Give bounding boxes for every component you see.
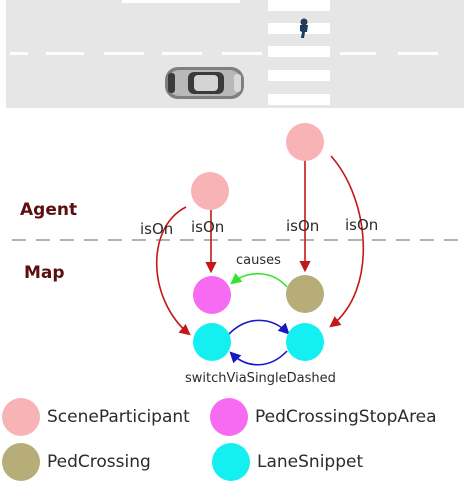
legend-label: PedCrossing [47, 452, 151, 472]
lane-snippet-node-right [286, 323, 324, 361]
causes-label: causes [236, 253, 281, 268]
is-on-label-1: isOn [140, 220, 173, 238]
agent-layer-label: Agent [20, 200, 77, 220]
legend-label: LaneSnippet [257, 452, 364, 472]
is-on-label-3: isOn [286, 217, 319, 235]
switch-edge-left [229, 350, 288, 366]
lane-marking [122, 0, 240, 3]
map-layer-label: Map [24, 263, 65, 283]
scene-participant-node-right [286, 123, 324, 161]
ped-crossing-node [286, 275, 324, 313]
legend-item-ped-crossing-stop-area: PedCrossingStopArea [210, 398, 437, 436]
lane-snippet-swatch [212, 443, 250, 481]
scene-participant-swatch [2, 398, 40, 436]
is-on-edges [155, 155, 365, 336]
switch-via-single-dashed-label: switchViaSingleDashed [185, 371, 336, 386]
ped-crossing-swatch [2, 443, 40, 481]
road-scene [6, 0, 464, 110]
crosswalk [268, 0, 330, 105]
car-icon [165, 67, 244, 99]
is-on-edge-4 [329, 155, 365, 328]
scene-participant-node-left [191, 172, 229, 210]
pedestrian-icon [300, 18, 308, 38]
legend-item-scene-participant: SceneParticipant [2, 398, 190, 436]
legend-label: SceneParticipant [47, 407, 190, 427]
is-on-label-2: isOn [191, 218, 224, 236]
ped-crossing-stop-area-swatch [210, 398, 248, 436]
is-on-edge-1 [155, 206, 191, 336]
graph-nodes [191, 123, 324, 361]
legend-label: PedCrossingStopArea [255, 407, 437, 427]
center-lane-dashes [10, 52, 438, 55]
ped-crossing-stop-area-node [193, 276, 231, 314]
causes-edge [230, 272, 288, 288]
is-on-label-4: isOn [345, 216, 378, 234]
legend-item-ped-crossing: PedCrossing [2, 443, 151, 481]
switch-via-single-dashed-edges [228, 319, 290, 366]
lane-snippet-node-left [193, 323, 231, 361]
legend-item-lane-snippet: LaneSnippet [212, 443, 363, 481]
switch-edge-right [228, 319, 290, 335]
road-edge-line [6, 108, 464, 110]
